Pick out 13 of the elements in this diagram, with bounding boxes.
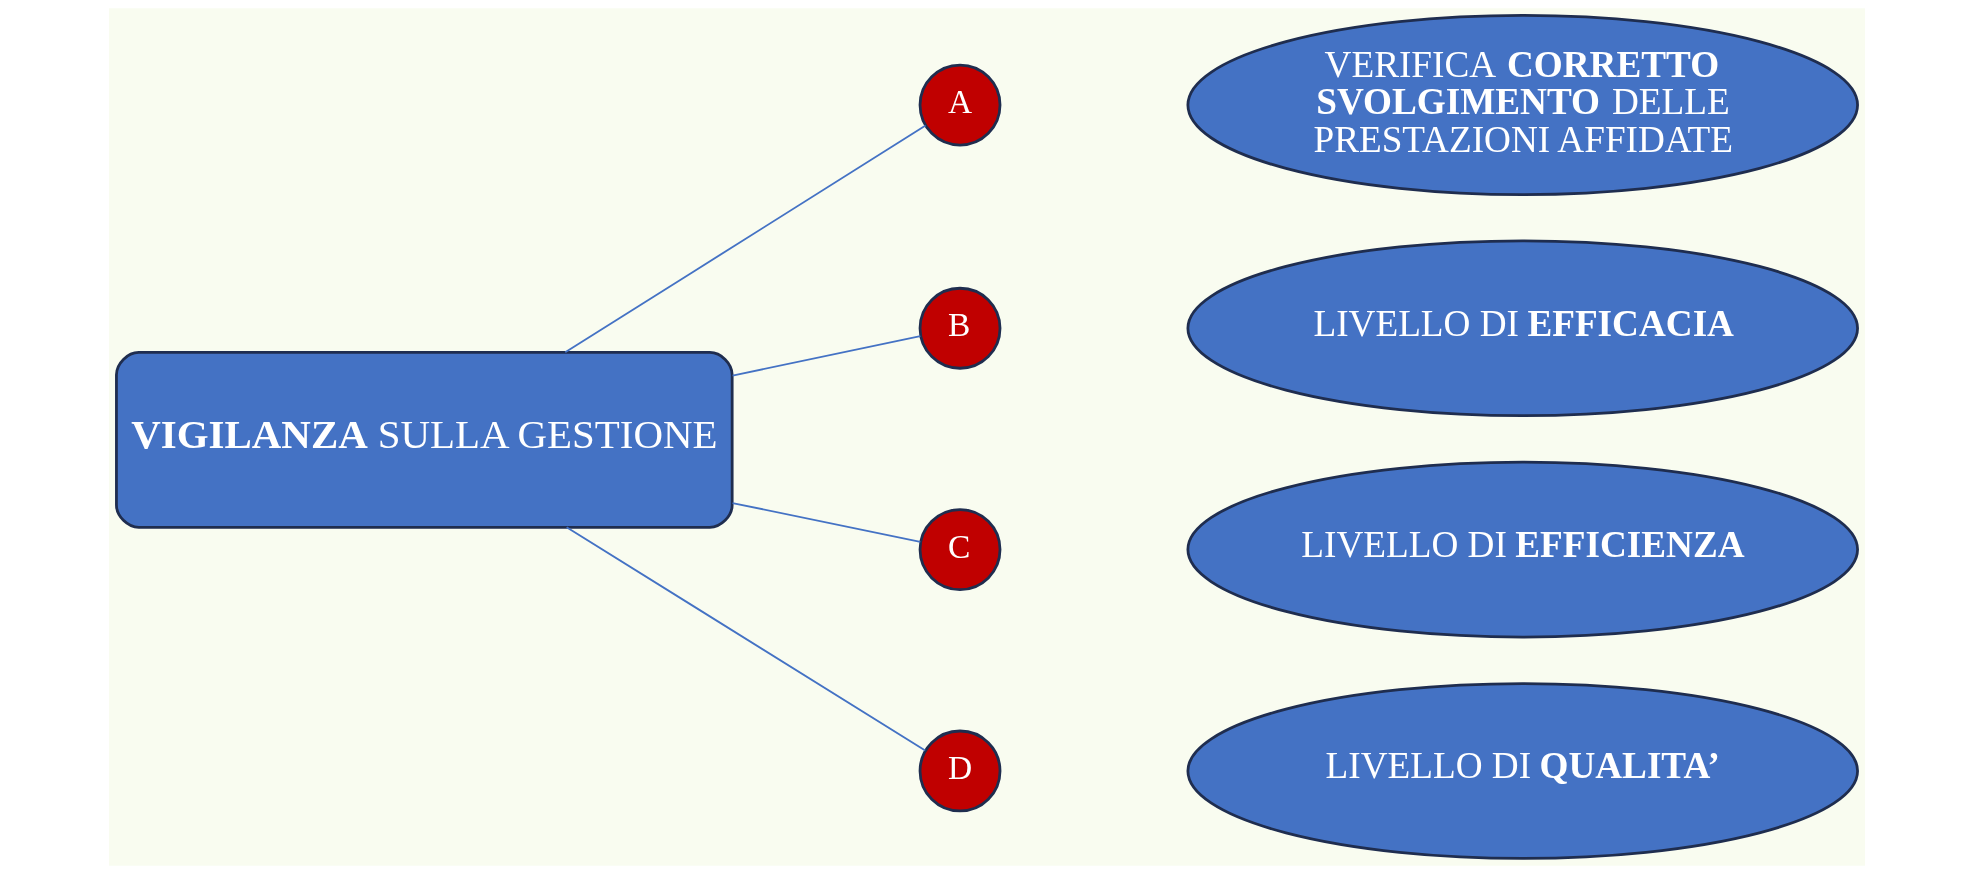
node-ellipse: VERIFICA CORRETTO SVOLGIMENTO DELLE PRESTAZIONI AFFIDATE [1186, 14, 1859, 197]
connector [563, 124, 926, 354]
node-ellipse: LIVELLO DI EFFICIENZA [1186, 460, 1859, 639]
connector [731, 335, 921, 377]
node-circle: B [918, 286, 1001, 370]
node-circle: C [918, 508, 1001, 591]
node-ellipse: LIVELLO DI EFFICACIA [1186, 239, 1859, 418]
connector [565, 526, 926, 752]
node-box: VIGILANZA SULLA GESTIONE [114, 351, 734, 529]
node-ellipse: LIVELLO DI QUALITA’ [1186, 682, 1859, 860]
connector [731, 502, 921, 543]
node-circle: A [918, 63, 1001, 147]
node-circle: D [918, 729, 1001, 813]
